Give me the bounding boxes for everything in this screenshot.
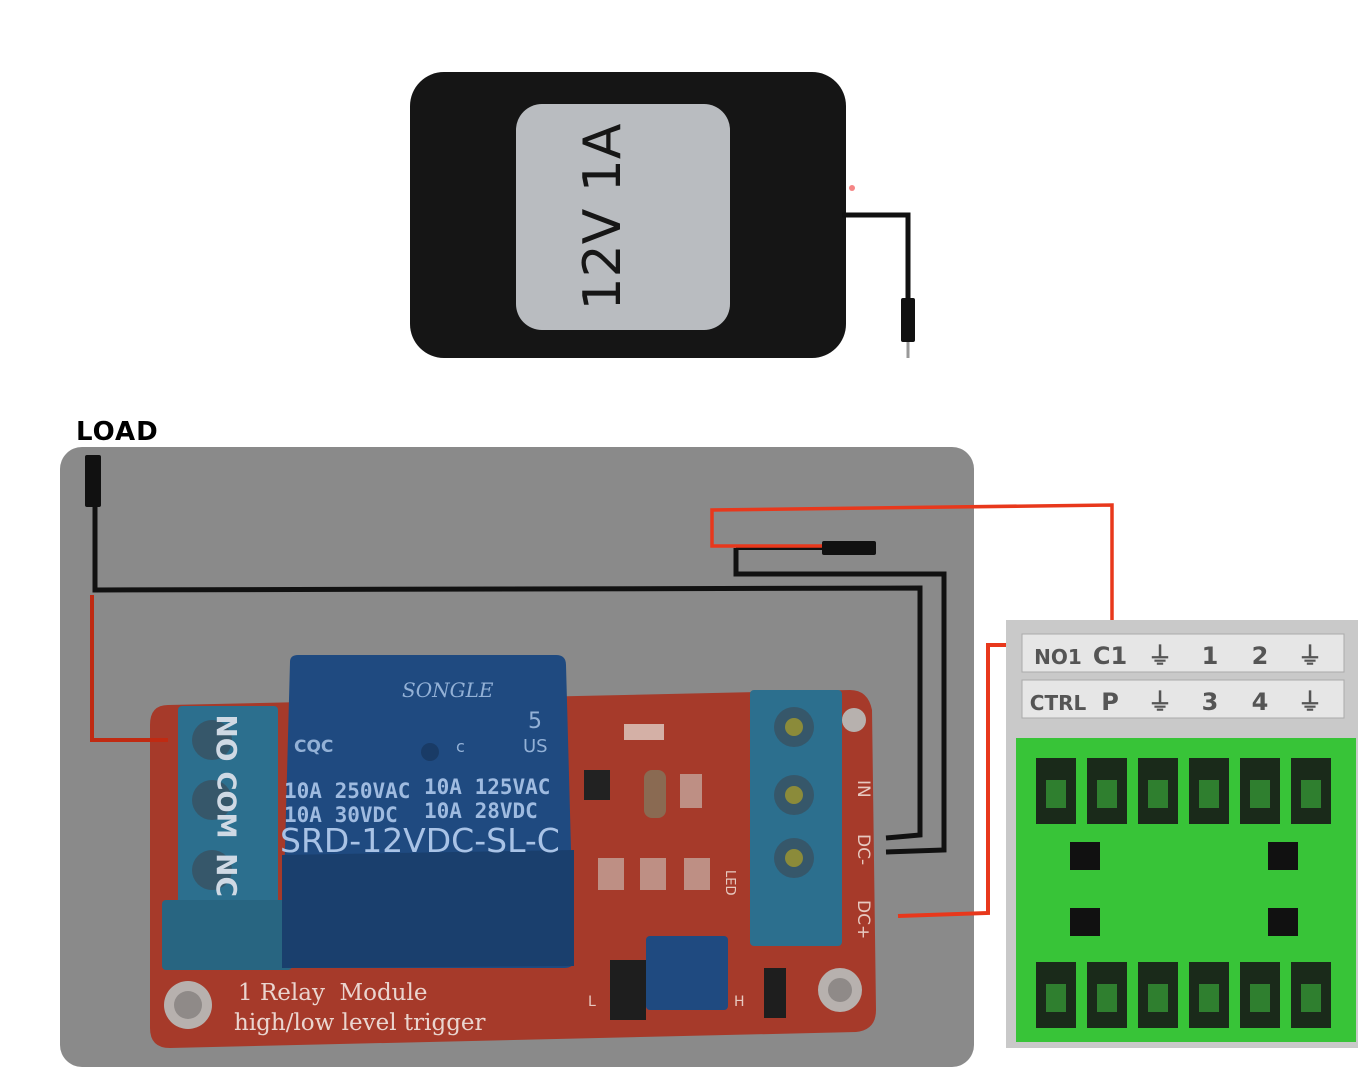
- controller-label-row1-3: 1: [1202, 642, 1219, 670]
- relay-cert-c: c: [456, 737, 465, 756]
- board-line-1: 1 Relay Module: [238, 980, 427, 1006]
- controller-label-row1-5: ⏚: [1298, 642, 1322, 670]
- right-terminal-block: IN DC- DC+: [750, 690, 873, 946]
- load-plug: [85, 455, 101, 507]
- jumper-l-label: L: [588, 994, 596, 1010]
- relay-rating-1r: 10A 125VAC: [424, 775, 550, 799]
- left-terminal-block: NO COM NC: [162, 706, 292, 970]
- controller-label-row2-0: CTRL: [1030, 691, 1087, 715]
- relay-cert-cqc: CQC: [294, 737, 333, 757]
- terminal-com: COM: [211, 771, 241, 838]
- controller-row-1: NO1 C1 ⏚ 1 2 ⏚: [1034, 642, 1322, 670]
- relay-rating-2r: 10A 28VDC: [424, 799, 538, 823]
- relay-model: SRD-12VDC-SL-C: [280, 821, 560, 860]
- terminal-dc-minus: DC-: [853, 834, 873, 865]
- terminal-dc-plus: DC+: [853, 900, 873, 939]
- relay-cert-us: US: [523, 736, 548, 757]
- psu-output-wire: [842, 212, 911, 305]
- relay-rating-1l: 10A 250VAC: [284, 779, 410, 803]
- controller-connector: NO1 C1 ⏚ 1 2 ⏚ CTRL P ⏚ 3 4 ⏚: [1006, 620, 1358, 1048]
- psu-plug: [901, 298, 915, 342]
- controller-row-2: CTRL P ⏚ 3 4 ⏚: [1030, 688, 1322, 716]
- relay-brand: SONGLE: [402, 678, 494, 702]
- controller-label-row1-4: 2: [1252, 642, 1269, 670]
- jumper-header: [610, 960, 646, 1020]
- jumper-cap: [646, 936, 728, 1010]
- wire-dc-minus-black: [733, 548, 947, 855]
- connector-pins: [1036, 758, 1331, 1028]
- jumper-h-label: H: [734, 994, 745, 1010]
- wire-load-black: [92, 505, 923, 841]
- load-label: LOAD: [76, 417, 159, 447]
- relay-rating-2l: 10A 30VDC: [284, 803, 398, 827]
- wire-load-red: [90, 595, 168, 742]
- wire-c1-red: [710, 503, 1114, 632]
- terminal-nc: NC: [210, 853, 243, 897]
- board-line-2: high/low level trigger: [234, 1010, 486, 1036]
- controller-label-row1-2: ⏚: [1148, 642, 1172, 670]
- relay-body: SONGLE CQC c 5 US 10A 250VAC 10A 125VAC …: [280, 655, 574, 968]
- controller-label-row2-2: ⏚: [1148, 688, 1172, 716]
- signal-plug: [822, 541, 876, 555]
- controller-label-row2-4: 4: [1252, 688, 1269, 716]
- controller-label-row1-0: NO1: [1034, 645, 1082, 669]
- psu-label: 12V 1A: [573, 123, 633, 310]
- terminal-no: NO: [210, 714, 243, 761]
- controller-label-row1-1: C1: [1093, 642, 1127, 670]
- controller-label-row2-3: 3: [1202, 688, 1219, 716]
- terminal-in: IN: [853, 780, 873, 798]
- controller-label-row2-5: ⏚: [1298, 688, 1322, 716]
- relay-module: NO COM NC SONGLE CQC c 5 US 10A 250VAC 1…: [150, 655, 876, 1048]
- controller-label-row2-1: P: [1101, 688, 1119, 716]
- led-label: LED: [722, 870, 737, 895]
- relay-cert-num: 5: [528, 709, 542, 734]
- power-supply: 12V 1A: [410, 72, 915, 358]
